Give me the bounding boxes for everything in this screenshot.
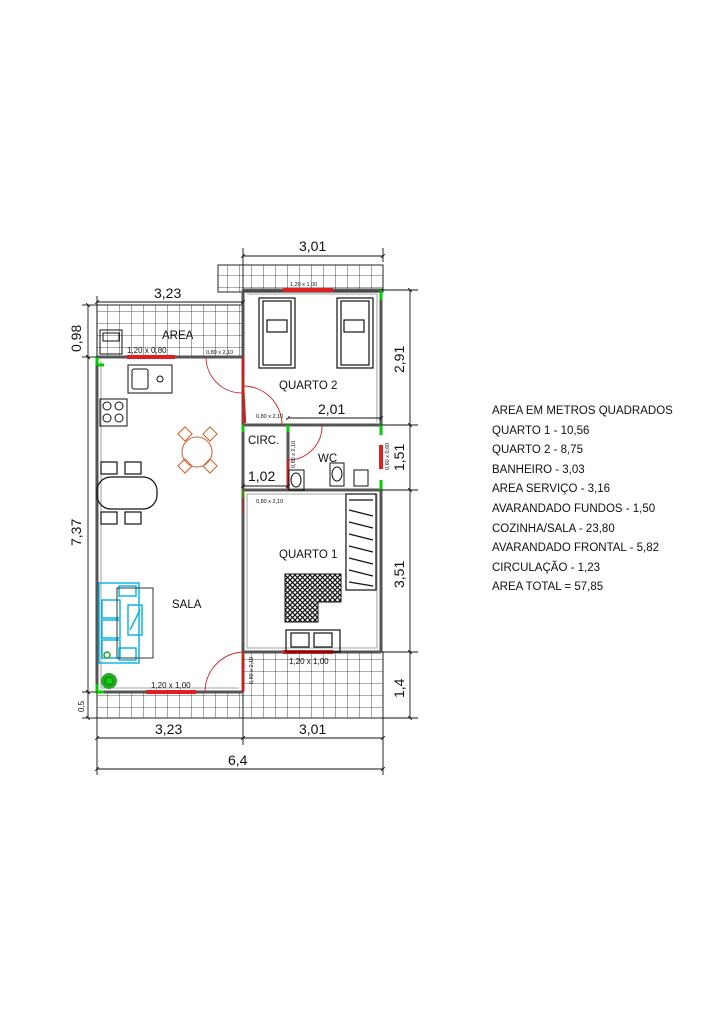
dimension-lines	[82, 248, 418, 775]
label-door-sala: 0,80 x 2,10	[249, 657, 255, 684]
door-leaves	[241, 357, 290, 692]
legend-item: QUARTO 1 - 10,56	[492, 424, 590, 437]
label-window-sala: 1,20 x 1,00	[151, 681, 191, 690]
legend-item: AREA TOTAL = 57,85	[492, 581, 604, 594]
label-window-area: 1,20 x 0,80	[127, 346, 167, 355]
room-label-area: AREA	[162, 330, 194, 342]
room-label-circ: CIRC.	[248, 435, 279, 447]
washing-machine	[99, 329, 123, 355]
legend-item: AREA SERVIÇO - 3,16	[492, 483, 611, 496]
wc-fixtures	[288, 462, 369, 491]
dining-table	[96, 461, 158, 525]
legend-item: AVARANDADO FRONTAL - 5,82	[492, 542, 659, 555]
dim-right-wc-height: 1,51	[391, 444, 407, 471]
legend-item: BANHEIRO - 3,03	[492, 463, 585, 476]
label-window-top: 1,20 x 1,00	[290, 282, 317, 288]
plant-small	[103, 651, 111, 659]
label-window-wc: 0,60 x 0,60	[385, 443, 391, 470]
bed-quarto1	[285, 629, 341, 653]
area-legend: AREA EM METROS QUADRADOS QUARTO 1 - 10,5…	[492, 402, 673, 598]
dim-bottom-right-width: 3,01	[299, 721, 326, 737]
stove	[99, 398, 128, 427]
bed-quarto2-left	[258, 297, 296, 369]
kitchen-sink	[127, 364, 173, 394]
label-door-quarto2: 0,80 x 2,10	[256, 414, 283, 420]
dim-right-porch-height: 1,4	[391, 678, 407, 698]
label-window-quarto1: 1,20 x 1,00	[289, 657, 329, 666]
porch-back	[217, 264, 384, 293]
dim-bottom-left-width: 3,23	[155, 721, 182, 737]
doors	[204, 356, 323, 693]
room-label-quarto2: QUARTO 2	[279, 380, 337, 392]
legend-item: COZINHA/SALA - 23,80	[492, 522, 615, 535]
bed-quarto2-right	[336, 297, 374, 369]
dim-right-quarto1-height: 3,51	[391, 561, 407, 588]
sofa-set	[98, 582, 143, 664]
label-door-wc: 0,80 x 2,10	[291, 441, 297, 468]
room-label-wc: WC	[318, 453, 337, 465]
legend-item: QUARTO 2 - 8,75	[492, 444, 583, 457]
dim-left-area-height: 0,98	[68, 325, 84, 352]
legend-item: CIRCULAÇÃO - 1,23	[492, 561, 601, 574]
dim-top-left-width: 3,23	[154, 285, 181, 301]
dim-left-porch-height: 0,5	[77, 700, 86, 712]
dim-left-total-height: 7,37	[68, 519, 84, 546]
dim-right-quarto2-height: 2,91	[391, 346, 407, 373]
legend-title: AREA EM METROS QUADRADOS	[492, 405, 673, 417]
dim-bottom-total-width: 6,4	[228, 752, 248, 768]
legend-item: AVARANDADO FUNDOS - 1,50	[492, 502, 656, 515]
plant-icon	[101, 673, 117, 689]
porch-area-left	[96, 304, 244, 358]
room-label-quarto1: QUARTO 1	[279, 549, 337, 561]
porch-front-left	[96, 691, 244, 719]
dim-top-right-width: 3,01	[299, 238, 326, 254]
room-label-sala: SALA	[172, 599, 202, 611]
wardrobe	[345, 493, 377, 591]
dim-wc-width: 2,01	[318, 401, 345, 417]
label-door-quarto1: 0,80 x 2,10	[256, 499, 283, 505]
label-door-area: 0,80 x 2,10	[206, 350, 233, 356]
hatched-rug	[284, 573, 342, 623]
round-table	[177, 426, 218, 474]
rug	[116, 587, 154, 659]
dim-circ-width: 1,02	[248, 468, 275, 484]
